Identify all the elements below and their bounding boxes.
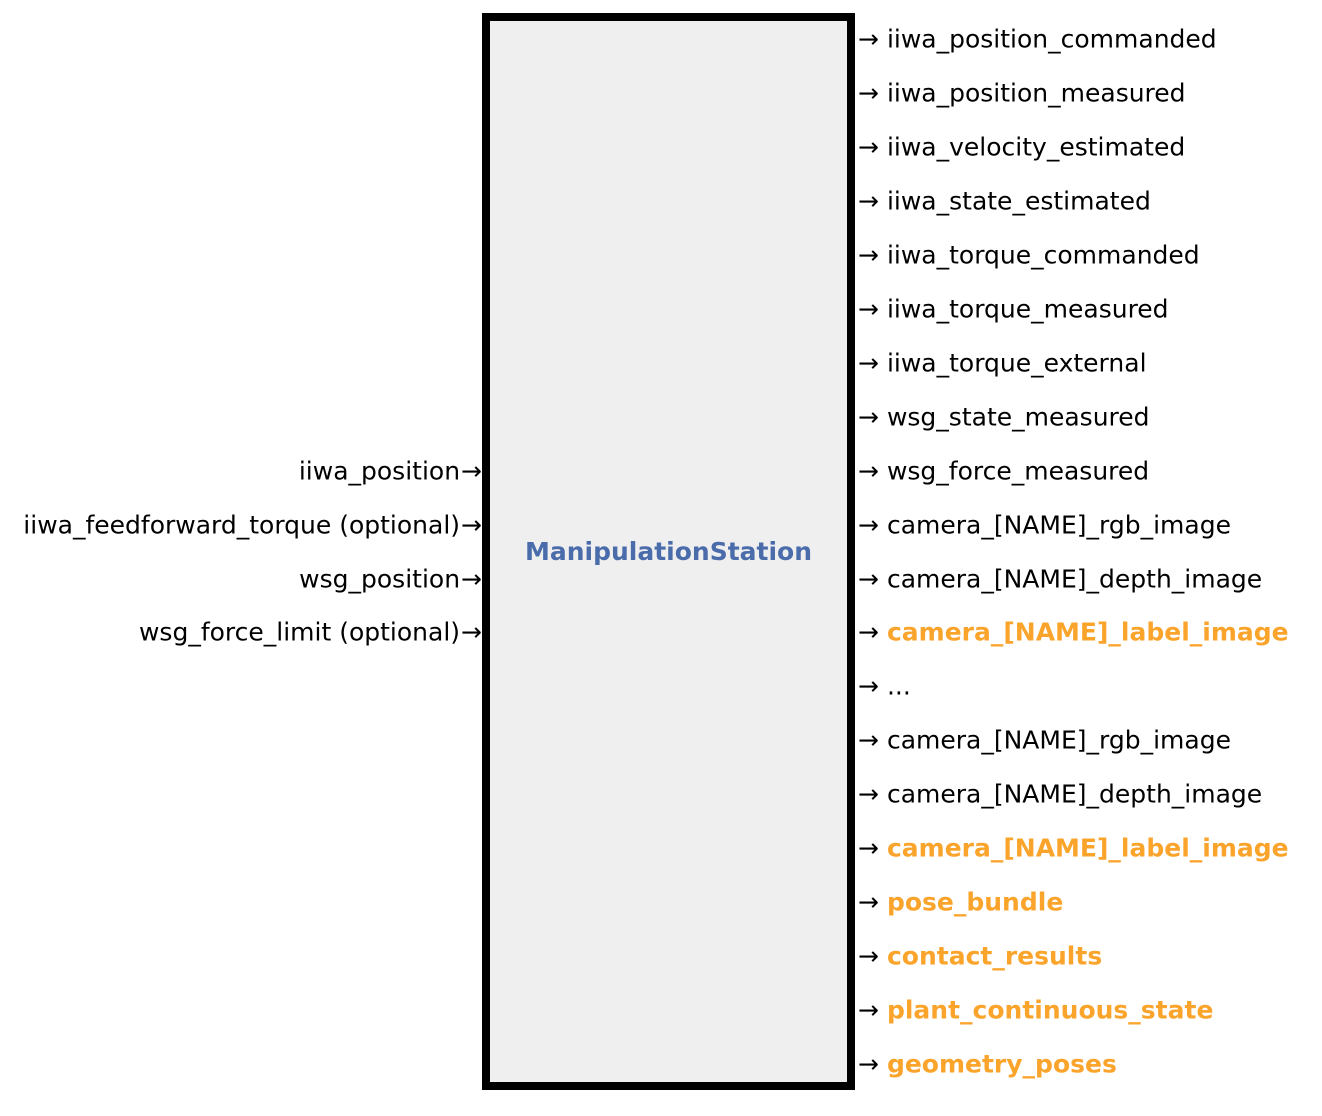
arrow-right-icon: → (858, 725, 879, 755)
output-port-row: →iiwa_velocity_estimated (858, 132, 1186, 163)
arrow-right-icon: → (461, 618, 482, 648)
arrow-right-icon: → (858, 402, 879, 432)
arrow-right-icon: → (858, 1049, 879, 1079)
output-port-label: iiwa_state_estimated (886, 186, 1151, 216)
block-title: ManipulationStation (524, 537, 813, 566)
arrow-right-icon: → (858, 779, 879, 809)
arrow-right-icon: → (858, 186, 879, 216)
output-port-label: iiwa_torque_external (886, 348, 1147, 378)
output-port-label: camera_[NAME]_depth_image (886, 779, 1263, 809)
output-port-label: geometry_poses (886, 1049, 1117, 1079)
output-port-row: →iiwa_torque_external (858, 348, 1147, 378)
arrow-right-icon: → (858, 887, 879, 917)
output-port-label: wsg_force_measured (886, 456, 1150, 486)
output-port-label: iiwa_torque_measured (886, 294, 1169, 324)
arrow-right-icon: → (461, 564, 482, 594)
output-port-label: camera_[NAME]_label_image (886, 618, 1289, 648)
arrow-right-icon: → (858, 456, 879, 486)
output-port-row: →pose_bundle (858, 887, 1064, 918)
output-port-row: →contact_results (858, 941, 1103, 972)
arrow-right-icon: → (858, 24, 879, 54)
output-port-label: camera_[NAME]_rgb_image (886, 725, 1231, 755)
output-port-row: →camera_[NAME]_label_image (858, 833, 1289, 864)
arrow-right-icon: → (858, 78, 879, 108)
input-port-label: iiwa_feedforward_torque (optional) (23, 510, 461, 540)
output-port-row: →iiwa_torque_measured (858, 295, 1169, 324)
output-port-label: iiwa_position_commanded (886, 24, 1217, 54)
output-port-label: camera_[NAME]_rgb_image (886, 510, 1231, 540)
arrow-right-icon: → (858, 564, 879, 594)
arrow-right-icon: → (858, 294, 879, 324)
output-port-label: contact_results (886, 941, 1103, 971)
input-port-label: iiwa_position (298, 456, 461, 486)
output-port-label: iiwa_velocity_estimated (886, 132, 1186, 162)
output-port-row: →camera_[NAME]_depth_image (858, 564, 1263, 594)
output-port-row: →camera_[NAME]_label_image (858, 618, 1289, 648)
input-port-label: wsg_position (299, 564, 461, 594)
arrow-right-icon: → (858, 833, 879, 863)
arrow-right-icon: → (858, 672, 879, 702)
output-port-row: →iiwa_position_measured (858, 78, 1186, 109)
output-port-label: ... (886, 672, 911, 702)
output-port-row: →camera_[NAME]_rgb_image (858, 510, 1231, 540)
output-port-row: →plant_continuous_state (858, 995, 1214, 1026)
output-port-row: →geometry_poses (858, 1049, 1117, 1080)
output-port-row: →iiwa_position_commanded (858, 24, 1217, 55)
arrow-right-icon: → (858, 995, 879, 1025)
output-port-row: →wsg_state_measured (858, 402, 1150, 432)
output-port-row: →iiwa_torque_commanded (858, 241, 1200, 270)
output-port-row: →... (858, 672, 911, 702)
arrow-right-icon: → (461, 456, 482, 486)
output-port-label: pose_bundle (886, 887, 1064, 917)
input-port-row: iiwa_position→ (298, 456, 482, 486)
arrow-right-icon: → (858, 348, 879, 378)
output-port-row: →camera_[NAME]_depth_image (858, 779, 1263, 810)
input-port-row: wsg_position→ (299, 564, 482, 594)
output-port-row: →iiwa_state_estimated (858, 187, 1151, 216)
input-port-row: wsg_force_limit (optional)→ (138, 618, 482, 648)
arrow-right-icon: → (858, 941, 879, 971)
arrow-right-icon: → (858, 132, 879, 162)
arrow-right-icon: → (858, 618, 879, 648)
output-port-label: plant_continuous_state (886, 995, 1214, 1025)
output-port-row: →wsg_force_measured (858, 456, 1150, 486)
output-port-label: iiwa_torque_commanded (886, 240, 1200, 270)
arrow-right-icon: → (461, 510, 482, 540)
input-port-row: iiwa_feedforward_torque (optional)→ (23, 510, 482, 540)
output-port-label: camera_[NAME]_depth_image (886, 564, 1263, 594)
manipulation-station-block: ManipulationStation (482, 13, 855, 1090)
arrow-right-icon: → (858, 240, 879, 270)
output-port-label: iiwa_position_measured (886, 78, 1186, 108)
output-port-row: →camera_[NAME]_rgb_image (858, 725, 1231, 756)
arrow-right-icon: → (858, 510, 879, 540)
output-port-label: camera_[NAME]_label_image (886, 833, 1289, 863)
input-port-label: wsg_force_limit (optional) (138, 618, 461, 648)
output-port-label: wsg_state_measured (886, 402, 1150, 432)
